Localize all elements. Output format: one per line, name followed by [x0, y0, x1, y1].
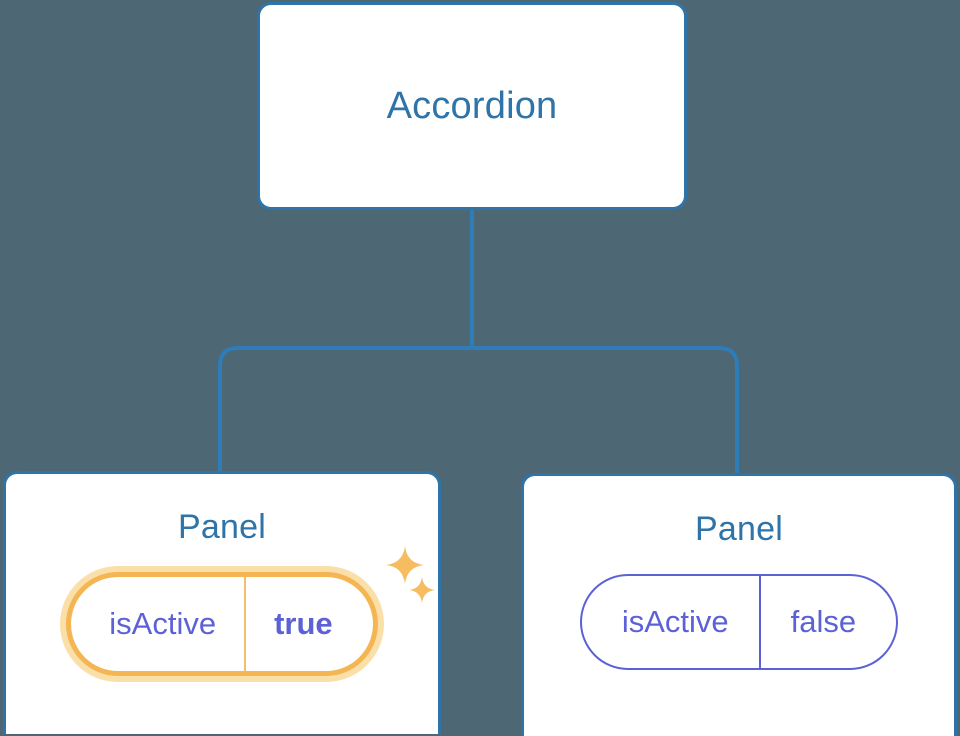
prop-key: isActive [71, 577, 247, 671]
node-panel-active[interactable]: Panel isActive true [3, 471, 441, 734]
connector-branch-right [472, 346, 739, 476]
prop-value: false [790, 604, 857, 639]
node-panel-active-title: Panel [178, 508, 266, 546]
prop-pill-isactive-false[interactable]: isActive false [579, 574, 899, 670]
node-panel-inactive-title: Panel [695, 510, 783, 548]
prop-key: isActive [582, 576, 761, 668]
node-accordion-title: Accordion [386, 85, 558, 127]
node-accordion[interactable]: Accordion [257, 2, 687, 210]
prop-value: true [274, 606, 333, 641]
connector-branch-left [218, 346, 472, 474]
prop-pill-isactive-true[interactable]: isActive true [66, 572, 378, 676]
node-panel-inactive[interactable]: Panel isActive false [521, 473, 957, 736]
